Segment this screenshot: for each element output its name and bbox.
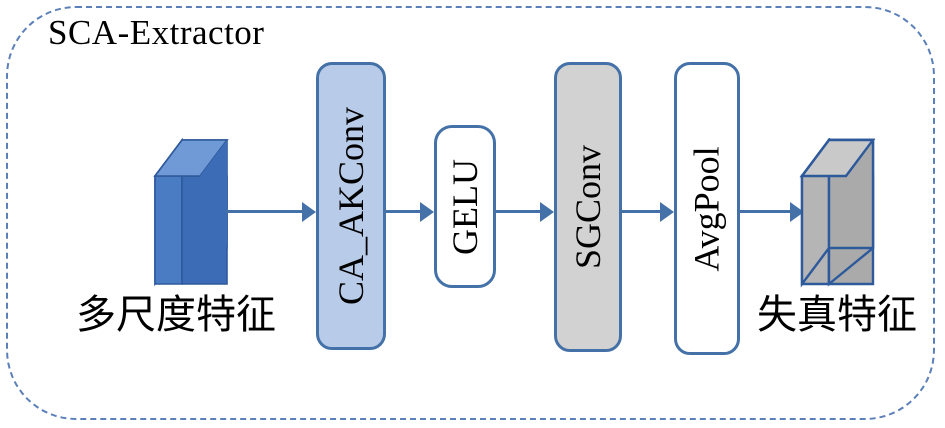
arrow-avgpool-to-output <box>740 202 804 222</box>
input-feature-slab <box>148 136 230 288</box>
block-sgconv[interactable]: SGConv <box>554 62 622 352</box>
arrow-gelu-to-sgconv <box>496 202 554 222</box>
arrow-shaft <box>386 210 420 213</box>
block-ca-akconv[interactable]: CA_AKConv <box>316 62 386 350</box>
block-gelu-label: GELU <box>445 158 486 255</box>
arrow-sgconv-to-avgpool <box>622 202 674 222</box>
block-avgpool-label: AvgPool <box>687 145 728 272</box>
input-slab-shape <box>153 137 229 287</box>
block-gelu[interactable]: GELU <box>434 125 496 288</box>
module-title: SCA-Extractor <box>48 13 265 52</box>
output-feature-caption: 失真特征 <box>757 292 917 337</box>
output-slab-shape <box>799 138 876 288</box>
arrow-head <box>790 202 804 222</box>
arrow-head <box>540 202 554 222</box>
arrow-shaft <box>740 210 790 213</box>
arrow-shaft <box>226 210 302 213</box>
arrow-ca-akconv-to-gelu <box>386 202 434 222</box>
arrow-head <box>660 202 674 222</box>
input-feature-caption: 多尺度特征 <box>76 292 276 337</box>
block-sgconv-label: SGConv <box>568 144 608 270</box>
block-ca-akconv-label: CA_AKConv <box>331 106 371 306</box>
arrow-head <box>420 202 434 222</box>
output-feature-slab <box>796 138 876 288</box>
arrow-shaft <box>496 210 540 213</box>
arrow-shaft <box>622 210 660 213</box>
block-avgpool[interactable]: AvgPool <box>674 62 740 355</box>
arrow-head <box>302 202 316 222</box>
sca-extractor-module-boundary <box>6 6 935 420</box>
arrow-input-to-ca-akconv <box>226 202 316 222</box>
